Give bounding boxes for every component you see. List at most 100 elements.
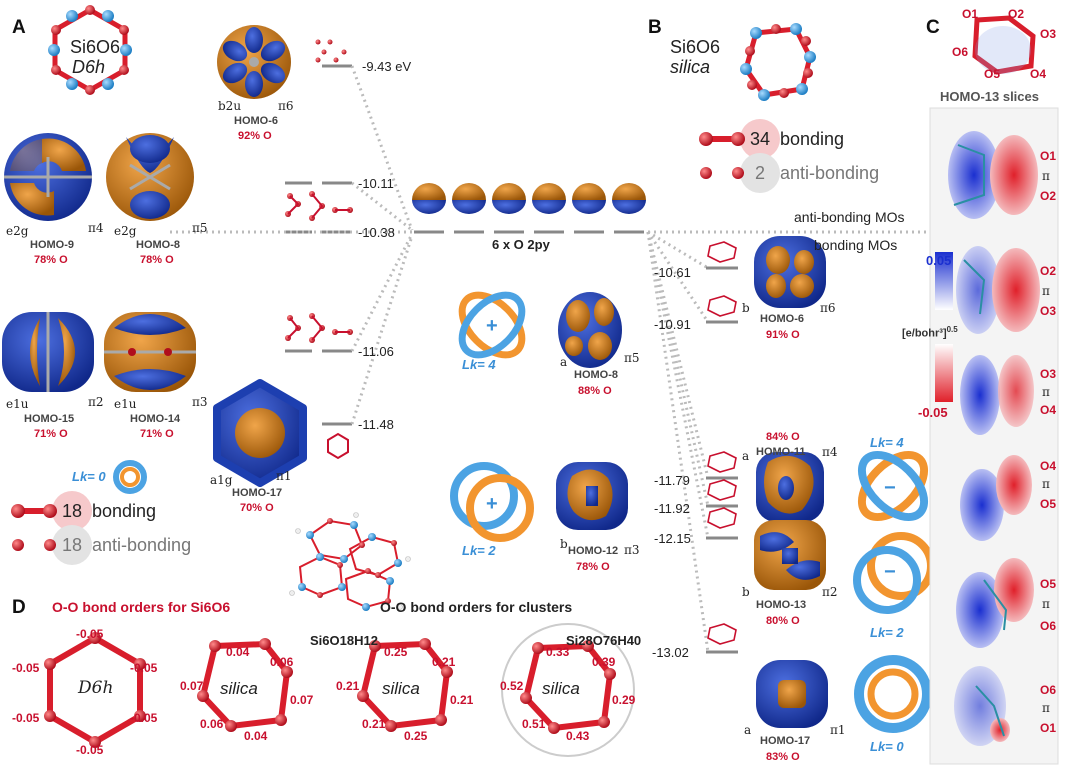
atom-o6: O6 [952, 45, 969, 59]
cluster1-v3: 0.25 [404, 729, 428, 743]
cluster2-v3: 0.43 [566, 729, 590, 743]
cluster1-v5: 0.21 [336, 679, 360, 693]
minus-lk2: − [884, 561, 896, 583]
formula-a: Si6O6 [70, 37, 121, 57]
pct-homo-15: 71% O [34, 428, 68, 440]
pct-homo-8-b: 88% O [578, 385, 612, 397]
panel-label-d: D [12, 597, 26, 618]
knot-lk2-center [450, 462, 534, 542]
name-homo-6-b: HOMO-6 [760, 313, 804, 325]
name-homo-13: HOMO-13 [756, 599, 807, 611]
sym-homo-8-b: a [560, 355, 568, 369]
sym-homo-6: b2u [218, 99, 242, 113]
slice-0-pi: π [1042, 169, 1050, 183]
lk2-center: Lk= 2 [462, 543, 496, 558]
ring1-v3: -0.05 [76, 743, 104, 757]
cluster-si6o18h12 [357, 638, 453, 732]
sym-homo-8-a: e2g [114, 224, 137, 238]
sym-homo-17-b: a [744, 723, 752, 737]
orbital-homo-8-silica [558, 292, 622, 368]
symmetry-a: D6h [72, 57, 106, 77]
scale-unit: [e/bohr³]0.5 [902, 325, 958, 340]
sym-homo-15: e1u [6, 397, 29, 411]
name-homo-12: HOMO-12 [568, 545, 619, 557]
cluster2-v4: 0.51 [522, 717, 546, 731]
slice-5-pi: π [1042, 701, 1050, 715]
cluster2-v5: 0.52 [500, 679, 524, 693]
level-b-3: -11.92 [654, 501, 690, 516]
slice-0-top: O1 [1040, 149, 1057, 163]
pct-homo-6-a: 92% O [238, 130, 272, 142]
antibond-label-a: anti-bonding [92, 535, 192, 555]
knot-lk4-b [857, 450, 929, 522]
bond-label-a: bonding [92, 501, 157, 521]
name-homo-11: HOMO-11 [756, 446, 806, 458]
energy-levels-a [285, 64, 352, 426]
ring2-v5: 0.07 [180, 679, 204, 693]
cluster2-label: silica [542, 679, 580, 698]
slice-3-bottom: O5 [1040, 497, 1057, 511]
ring2-v2: 0.07 [290, 693, 314, 707]
panel-d-title2: O-O bond orders for clusters [380, 599, 573, 615]
knot-lk4-center [458, 291, 526, 359]
bonding-legend-b [699, 119, 780, 193]
silica-cluster-image [289, 512, 411, 611]
formula-cluster1: Si6O18H12 [310, 633, 378, 648]
ring1-v4: -0.05 [12, 711, 40, 725]
pi-homo-9: π4 [88, 221, 104, 235]
level-b-2: -11.79 [654, 473, 690, 488]
ring2-label: silica [220, 679, 258, 698]
pct-homo-14: 71% O [140, 428, 174, 440]
minus-lk4: − [884, 477, 896, 499]
name-b: silica [670, 57, 711, 77]
slice-3-pi: π [1042, 477, 1050, 491]
slices-title: HOMO-13 slices [940, 89, 1039, 104]
name-homo-14: HOMO-14 [130, 413, 181, 425]
pi-homo-8-b: π5 [624, 351, 640, 365]
lk4-b: Lk= 4 [870, 435, 904, 450]
o-fragment-icons-a [285, 39, 353, 343]
pi-homo-11: π4 [822, 445, 838, 459]
scale-bar-negative [935, 344, 953, 402]
lk2-b: Lk= 2 [870, 625, 904, 640]
atom-o1: O1 [962, 7, 979, 21]
pi-homo-17-b: π1 [830, 723, 846, 737]
cluster1-v0: 0.25 [384, 645, 408, 659]
bond-count-b: 34 [750, 129, 771, 149]
panel-label-a: A [12, 17, 26, 38]
anti-mos-label: anti-bonding MOs [794, 209, 905, 225]
orbital-homo-15 [2, 312, 94, 392]
lk0-b: Lk= 0 [870, 739, 904, 754]
name-homo-15: HOMO-15 [24, 413, 75, 425]
antibond-label-b: anti-bonding [780, 163, 880, 183]
slice-3-top: O4 [1040, 459, 1057, 473]
pct-homo-6-b: 91% O [766, 329, 800, 341]
pct-homo-17-a: 70% O [240, 502, 274, 514]
ring2-v1: 0.06 [270, 655, 294, 669]
level-a-4: -11.48 [358, 417, 394, 432]
pct-homo-8-a: 78% O [140, 254, 174, 266]
name-homo-6-a: HOMO-6 [234, 115, 278, 127]
sym-homo-6-b: b [742, 301, 750, 315]
pi-homo-17-a: π1 [276, 469, 292, 483]
panel-label-c: C [926, 17, 940, 38]
ring-silica [197, 638, 293, 732]
plus-lk2: + [486, 493, 498, 515]
cluster2-v0: 0.33 [546, 645, 570, 659]
sym-homo-14: e1u [114, 397, 137, 411]
slice-4-pi: π [1042, 597, 1050, 611]
antibond-count-a: 18 [62, 535, 83, 555]
level-a-3: -11.06 [358, 344, 394, 359]
orbital-homo-8 [106, 133, 194, 221]
sym-homo-9: e2g [6, 224, 29, 238]
atom-o3: O3 [1040, 27, 1057, 41]
pct-homo-17-b: 83% O [766, 751, 800, 763]
slice-2-top: O3 [1040, 367, 1057, 381]
density-slices [948, 131, 1040, 746]
cluster2-v1: 0.39 [592, 655, 616, 669]
atom-o4: O4 [1030, 67, 1047, 81]
panel-label-b: B [648, 17, 662, 38]
ring-icons-b [707, 241, 737, 645]
cluster1-v2: 0.21 [450, 693, 474, 707]
sym-homo-17-a: a1g [210, 473, 233, 487]
